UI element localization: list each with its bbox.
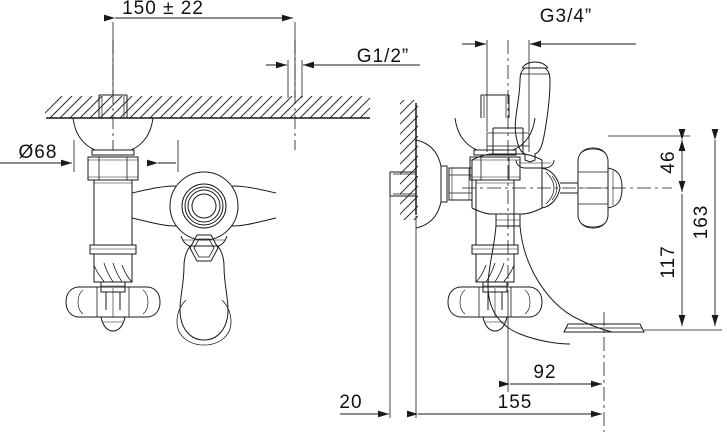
dim-g34-label: G3/4”	[540, 6, 593, 27]
wall-hatch-front	[45, 96, 370, 118]
dim-163-label: 163	[691, 205, 712, 240]
dim-20-label: 20	[339, 392, 362, 413]
dim-163-group	[644, 129, 722, 331]
dim-20-group	[340, 196, 417, 418]
wall-hatch-side	[400, 100, 418, 220]
side-view-body	[389, 40, 672, 432]
dim-d68-group	[0, 140, 179, 172]
dim-150-label: 150 ± 22	[122, 0, 204, 19]
dim-g12-group	[266, 60, 420, 98]
dim-d68-label: Ø68	[19, 142, 58, 163]
dim-46-group	[608, 129, 690, 192]
dim-92-label: 92	[533, 362, 556, 383]
dim-117-label: 117	[658, 245, 679, 278]
dim-92-group	[499, 290, 602, 392]
dim-155-label: 155	[498, 392, 533, 413]
dim-g34-group	[462, 40, 636, 132]
cross-body-front	[131, 171, 277, 346]
dim-46-label: 46	[658, 150, 679, 173]
dim-150-group	[104, 14, 296, 98]
right-riser-assembly	[447, 94, 543, 332]
left-riser-assembly	[65, 40, 161, 332]
dim-g12-label: G1/2”	[357, 46, 410, 67]
